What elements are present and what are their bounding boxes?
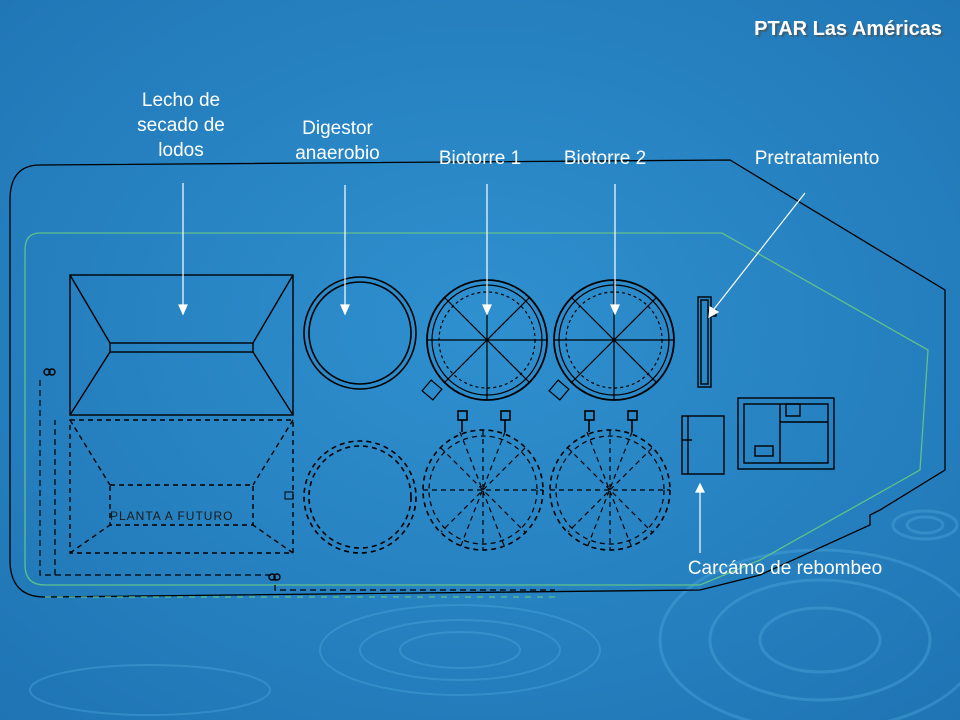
control-building xyxy=(737,397,835,470)
property-boundary xyxy=(9,159,946,598)
anaerobic-digester xyxy=(303,276,417,390)
label-pretratamiento: Pretratamiento xyxy=(754,148,880,169)
label-line: Digestor xyxy=(302,118,373,139)
annotation-arrows xyxy=(178,183,806,553)
future-biotower-2 xyxy=(549,429,671,551)
label-line: anaerobio xyxy=(295,143,380,164)
sludge-drying-bed xyxy=(69,274,294,416)
label-line: secado de xyxy=(137,115,225,136)
drain-lines xyxy=(39,380,555,591)
biotower-2 xyxy=(548,279,675,401)
label-digestor-anaerobio: Digestor anaerobio xyxy=(275,116,400,166)
label-biotorre-1: Biotorre 1 xyxy=(438,148,522,169)
label-lecho-de-secado: Lecho de secado de lodos xyxy=(116,88,246,163)
valve-symbols xyxy=(43,368,281,581)
future-digester xyxy=(284,440,417,554)
label-carcamo-de-rebombeo: Carcámo de rebombeo xyxy=(687,558,883,579)
page-title: PTAR Las Américas xyxy=(754,18,942,40)
label-planta-a-futuro: PLANTA A FUTURO xyxy=(110,509,234,523)
future-biotower-1 xyxy=(422,429,544,551)
green-fence-line xyxy=(24,232,929,586)
label-biotorre-2: Biotorre 2 xyxy=(563,148,647,169)
distribution-boxes xyxy=(457,410,638,432)
label-line: lodos xyxy=(158,140,204,161)
pumping-well xyxy=(681,415,725,475)
label-line: Lecho de xyxy=(141,90,221,111)
biotower-1 xyxy=(421,279,548,401)
future-plant-bed xyxy=(69,419,294,554)
